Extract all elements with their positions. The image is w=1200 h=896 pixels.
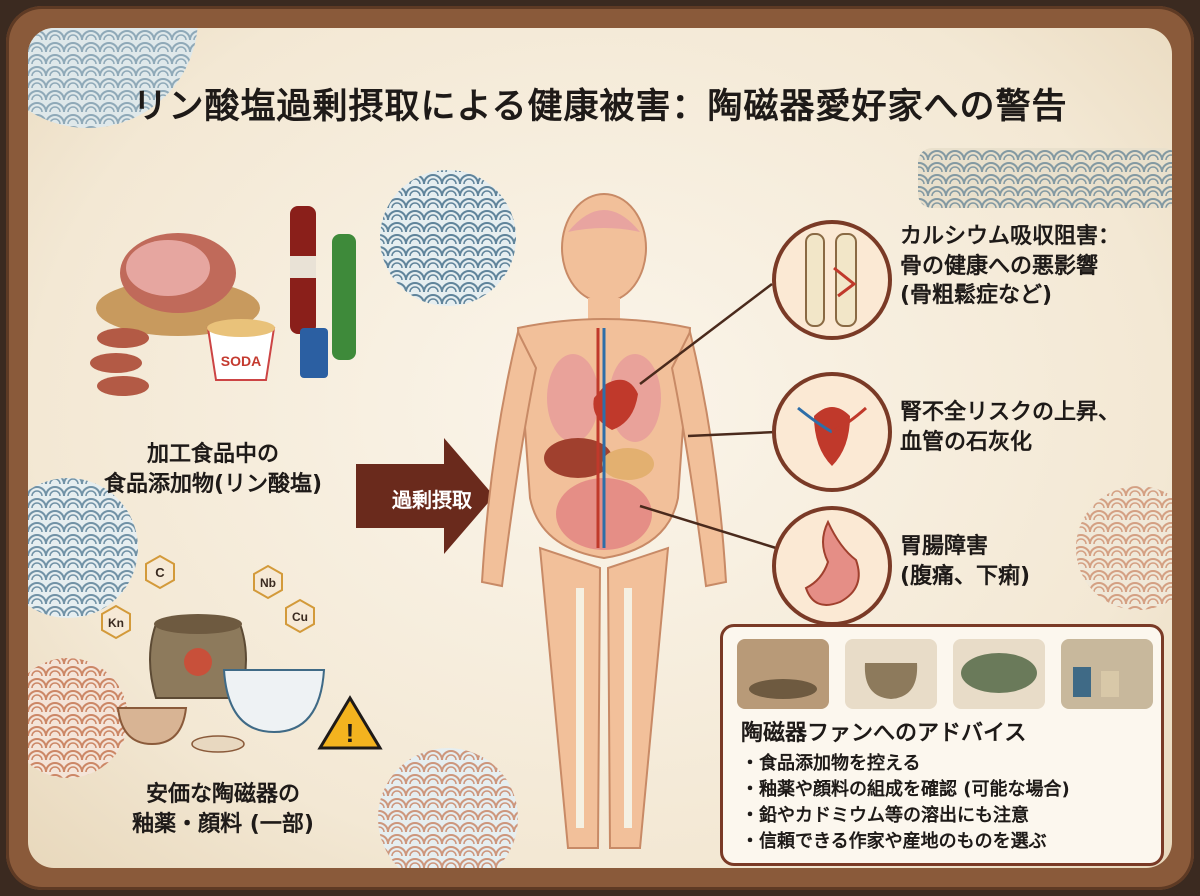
illustration-layer: SODA ! C [28,28,1172,868]
advice-item: 鉛やカドミウム等の溶出にも注意 [741,803,1070,829]
stomach-icon [772,506,892,626]
effect-bone-line-3: (骨粗鬆症など) [900,283,1053,309]
food-additive-label: 加工食品中の 食品添加物(リン酸塩) [98,440,328,499]
connector-lines [639,283,777,550]
heart-vessel-icon [772,372,892,492]
effect-bone-text: カルシウム吸収阻害： 骨の健康への悪影響 (骨粗鬆症など) [900,222,1160,311]
excess-intake-arrow [356,438,494,554]
effect-bone-line-1: カルシウム吸収阻害： [900,224,1121,249]
svg-text:!: ! [346,718,355,748]
decorative-patterns [28,28,1172,868]
advice-item: 食品添加物を控える [741,751,1070,777]
element-symbol-kn: Kn [108,616,124,630]
arrow-label: 過剰摂取 [392,488,472,512]
element-symbol-cu: Cu [292,610,308,624]
plate-frame: SODA ! C [6,6,1194,890]
pottery-label-line-2: 釉薬・顔料 (一部) [132,811,314,837]
pottery-photo-strip [737,639,1153,709]
chemical-element-hexagons: C Nb Kn Cu [101,554,315,640]
effect-gi-line-1: 胃腸障害 [900,534,989,559]
soda-cup-label: SODA [221,353,261,369]
advice-title: 陶磁器ファンへのアドバイス [741,721,1027,746]
infographic-canvas: SODA ! C [28,28,1172,868]
element-symbol-nb: Nb [260,576,276,590]
bone-fracture-icon [772,220,892,340]
processed-food-illustration: SODA [90,206,356,396]
advice-item: 信頼できる作家や産地のものを選ぶ [741,829,1070,855]
effect-gi-line-2: (腹痛、下痢) [900,563,1031,589]
pottery-label-line-1: 安価な陶磁器の [145,782,300,807]
effect-kidney-line-2: 血管の石灰化 [900,429,1033,455]
food-label-line-1: 加工食品中の [146,442,279,467]
effect-bone-line-2: 骨の健康への悪影響 [900,253,1099,279]
food-label-line-2: 食品添加物(リン酸塩) [103,471,323,497]
page-title: リン酸塩過剰摂取による健康被害：陶磁器愛好家への警告 [132,87,1068,127]
warning-icon [317,695,383,750]
pottery-illustration: ! C Nb Kn Cu [101,554,383,753]
advice-list: 食品添加物を控える 釉薬や顔料の組成を確認 (可能な場合) 鉛やカドミウム等の溶… [741,751,1070,855]
effect-gi-text: 胃腸障害 (腹痛、下痢) [900,532,1160,591]
effect-kidney-text: 腎不全リスクの上昇、 血管の石灰化 [900,398,1160,457]
advice-panel: 陶磁器ファンへのアドバイス 食品添加物を控える 釉薬や顔料の組成を確認 (可能な… [720,624,1164,866]
effect-kidney-line-1: 腎不全リスクの上昇、 [900,400,1121,425]
element-symbol-c: C [155,565,165,580]
pottery-glaze-label: 安価な陶磁器の 釉薬・顔料 (一部) [118,780,328,839]
advice-item: 釉薬や顔料の組成を確認 (可能な場合) [741,777,1070,803]
